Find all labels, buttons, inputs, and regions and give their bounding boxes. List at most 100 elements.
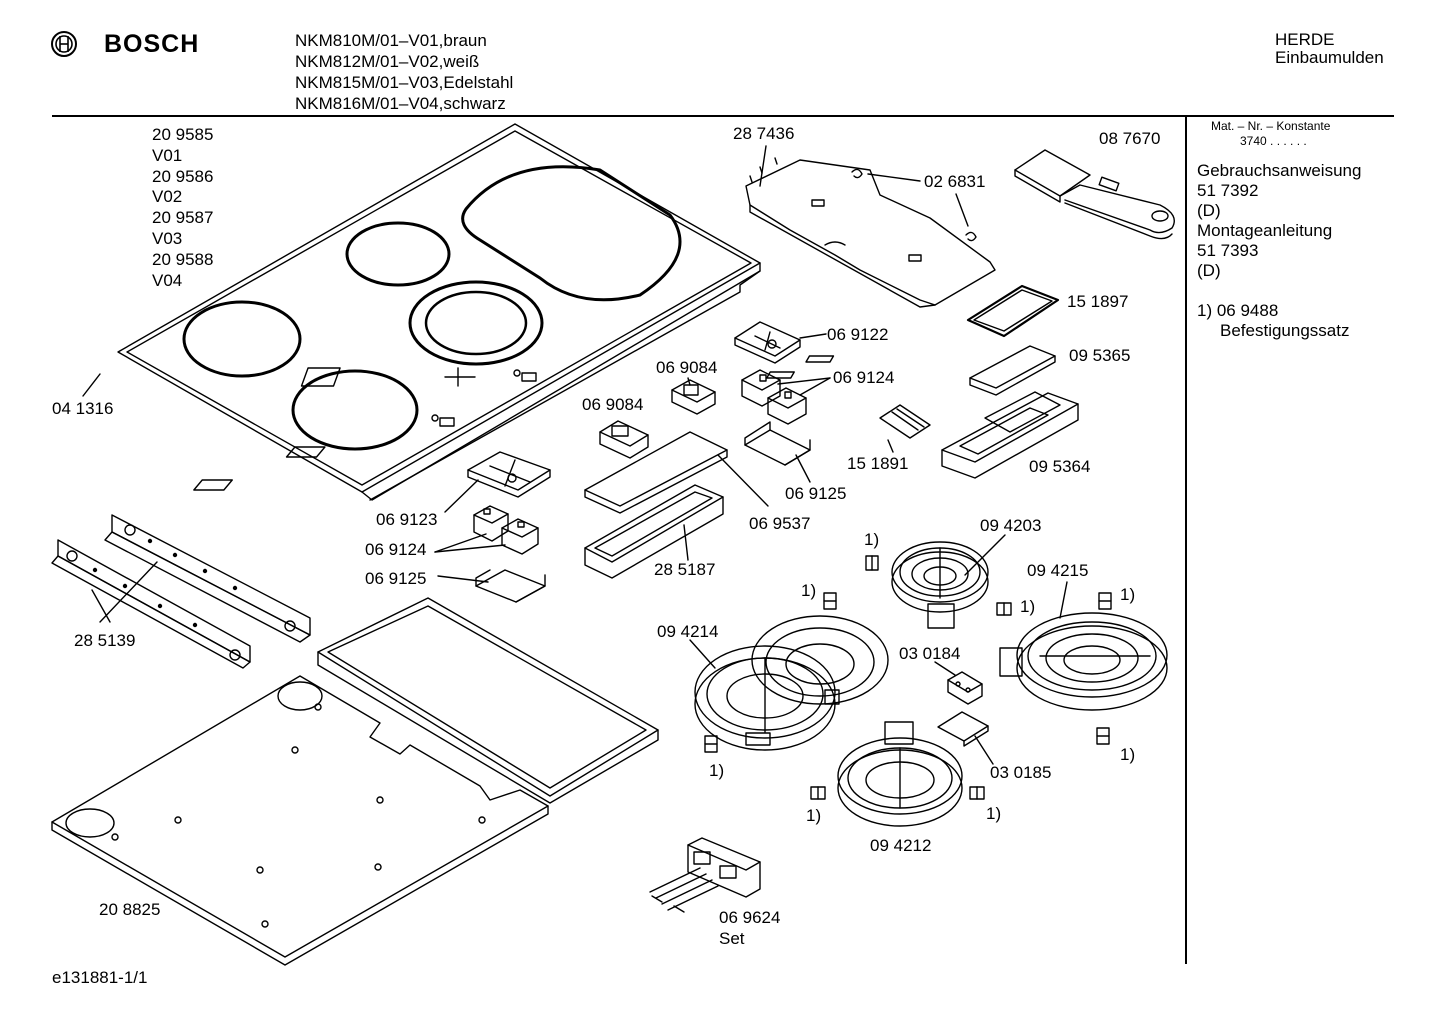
part-label: Set [719,929,745,948]
leader-line [800,334,826,338]
model-line: NKM812M/01–V02,weiß [295,52,480,71]
leader-line [935,662,955,675]
leader-line [92,590,110,622]
model-line: NKM815M/01–V03,Edelstahl [295,73,514,92]
leader-line [800,378,830,395]
leader-line [796,455,810,482]
base-plate [52,676,548,965]
leader-line [83,374,100,396]
footnote-mark: 1) [864,530,880,549]
part-label: 28 5139 [74,631,136,650]
part-069124b [474,506,538,554]
leader-line [684,525,688,560]
part-label: 28 7436 [733,124,795,143]
part-label: 15 1891 [847,454,909,473]
document-line: 51 7393 [1197,241,1259,260]
part-069084a [672,380,715,414]
footnote-mark: 1) [986,804,1002,823]
side-rails [52,515,310,668]
heater-094214 [695,616,888,750]
leader-line [435,545,505,552]
part-label: 03 0185 [990,763,1052,782]
part-label: 09 4215 [1027,561,1089,580]
variant-code: V02 [152,187,183,207]
part-069537 [194,432,727,513]
part-label: 06 9124 [365,540,427,559]
category-block: HERDE Einbaumulden [1275,29,1384,68]
leader-line [778,378,830,384]
variant-part-number: 20 9588 [152,249,214,269]
part-069124a [742,370,806,424]
terminal-030184 [948,672,982,704]
leader-line [438,576,488,582]
part-label: 15 1897 [1067,292,1129,311]
part-285187 [585,485,723,578]
footnote-mark: 1) [1120,585,1136,604]
variant-code: V03 [152,228,183,248]
footnote-mark: 1) [1120,745,1136,764]
part-label: 28 5187 [654,560,716,579]
bracket-030185 [938,712,988,746]
heater-094215 [1000,613,1167,710]
part-label: 06 9124 [833,368,895,387]
leader-line [688,378,690,385]
mat-nr-title: Mat. – Nr. – Konstante [1211,119,1331,133]
part-label: 06 9084 [656,358,718,377]
variant-part-number: 20 9585 [152,125,214,144]
leader-line [868,174,920,181]
part-label: 03 0184 [899,644,961,663]
variant-code: V04 [152,270,183,290]
part-label: 02 6831 [924,172,986,191]
clip-icons [705,556,1111,799]
part-label: 20 8825 [99,900,161,919]
leader-line [445,480,478,512]
part-label: 06 9084 [582,395,644,414]
bosch-armature-icon [51,31,77,57]
connector-set-069624 [650,838,760,912]
model-list: NKM810M/01–V01,braun NKM812M/01–V02,weiß… [295,30,513,114]
part-label: 09 4212 [870,836,932,855]
part-069122 [735,322,800,363]
mounting-frame-287436 [746,158,995,307]
cover-frame [318,598,658,803]
part-label: 09 4214 [657,622,719,641]
category-line: HERDE [1275,30,1335,49]
footnote-mark: 1) [709,761,725,780]
leader-line [975,736,993,764]
document-line: (D) [1197,201,1221,220]
part-label: 06 9122 [827,325,889,344]
part-label: 06 9125 [365,569,427,588]
part-069125a [745,422,810,465]
document-id: e131881-1/1 [52,968,148,987]
part-label: 09 5365 [1069,346,1131,365]
part-label: 09 5364 [1029,457,1091,476]
brand-name: BOSCH [104,30,200,58]
housing-095364 [942,392,1078,478]
part-label: 06 9537 [749,514,811,533]
heater-094212 [838,722,962,826]
part-069084b [600,421,648,458]
variant-part-number: 20 9586 [152,166,214,186]
footnote-number: 1) 06 9488 [1197,301,1279,320]
footnote-mark: 1) [801,581,817,600]
footnote-mark: 1) [1020,597,1036,616]
footnote-text: Befestigungssatz [1220,321,1350,340]
seal-151897 [968,286,1058,336]
variant-code: V01 [152,145,183,165]
model-line: NKM816M/01–V04,schwarz [295,94,506,113]
hob-glass-top [118,124,760,500]
part-label: 06 9123 [376,510,438,529]
leader-line [956,194,968,226]
document-line: Montageanleitung [1197,221,1333,240]
documents-list: Gebrauchsanweisung 51 7392 (D) Montagean… [1197,161,1361,281]
footnote-note: 1) 06 9488 Befestigungssatz [1197,301,1349,341]
leader-line [760,146,766,186]
leader-line [100,562,157,622]
side-panel-divider [1185,116,1187,964]
part-label: 06 9624 [719,908,781,927]
mat-nr-value: 3740 . . . . . . [1240,134,1307,148]
part-069125b [476,570,545,602]
part-069123 [468,452,550,497]
part-label: 09 4203 [980,516,1042,535]
